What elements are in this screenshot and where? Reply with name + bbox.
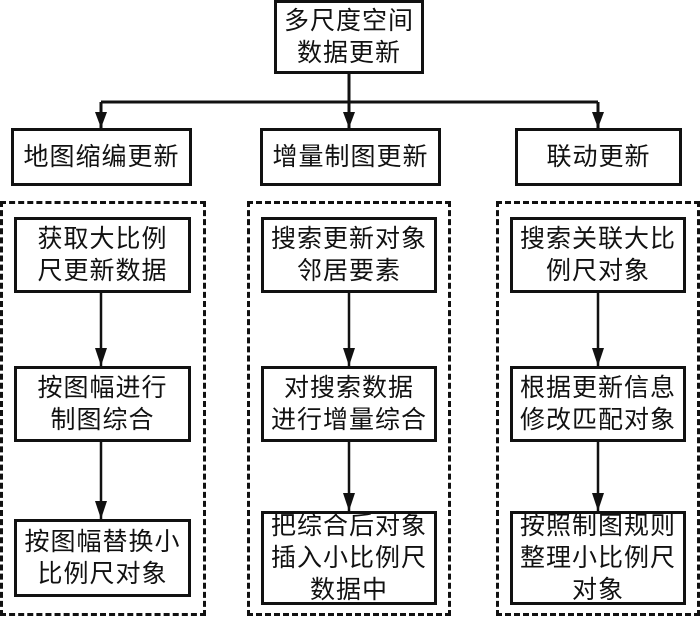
step-node: 把综合后对象 插入小比例尺 数据中 <box>261 511 437 605</box>
branch-title-linked: 联动更新 <box>515 128 682 186</box>
arrowhead-branch-1 <box>95 112 107 128</box>
step-node: 按图幅替换小 比例尺对象 <box>14 519 191 597</box>
branch-title-incremental: 增量制图更新 <box>260 128 441 186</box>
arrowhead-branch-2 <box>343 112 355 128</box>
arrowhead-branch-3 <box>592 112 604 128</box>
root-line-1: 多尺度空间 <box>283 6 414 35</box>
step-node: 按照制图规则 整理小比例尺 对象 <box>510 511 686 605</box>
step-node: 根据更新信息 修改匹配对象 <box>510 366 686 442</box>
group-linked <box>496 201 700 616</box>
root-line-2: 数据更新 <box>296 38 401 67</box>
group-incremental <box>247 201 451 616</box>
step-node: 获取大比例 尺更新数据 <box>14 217 191 293</box>
step-node: 搜索更新对象 邻居要素 <box>261 217 437 293</box>
root-connectors <box>95 73 604 128</box>
step-node: 对搜索数据 进行增量综合 <box>261 366 437 442</box>
root-node: 多尺度空间 数据更新 <box>274 0 424 74</box>
group-map-generalization <box>0 201 206 616</box>
step-node: 搜索关联大比 例尺对象 <box>510 217 686 293</box>
branch-title-map-generalization: 地图缩编更新 <box>11 128 192 186</box>
step-node: 按图幅进行 制图综合 <box>14 366 191 442</box>
